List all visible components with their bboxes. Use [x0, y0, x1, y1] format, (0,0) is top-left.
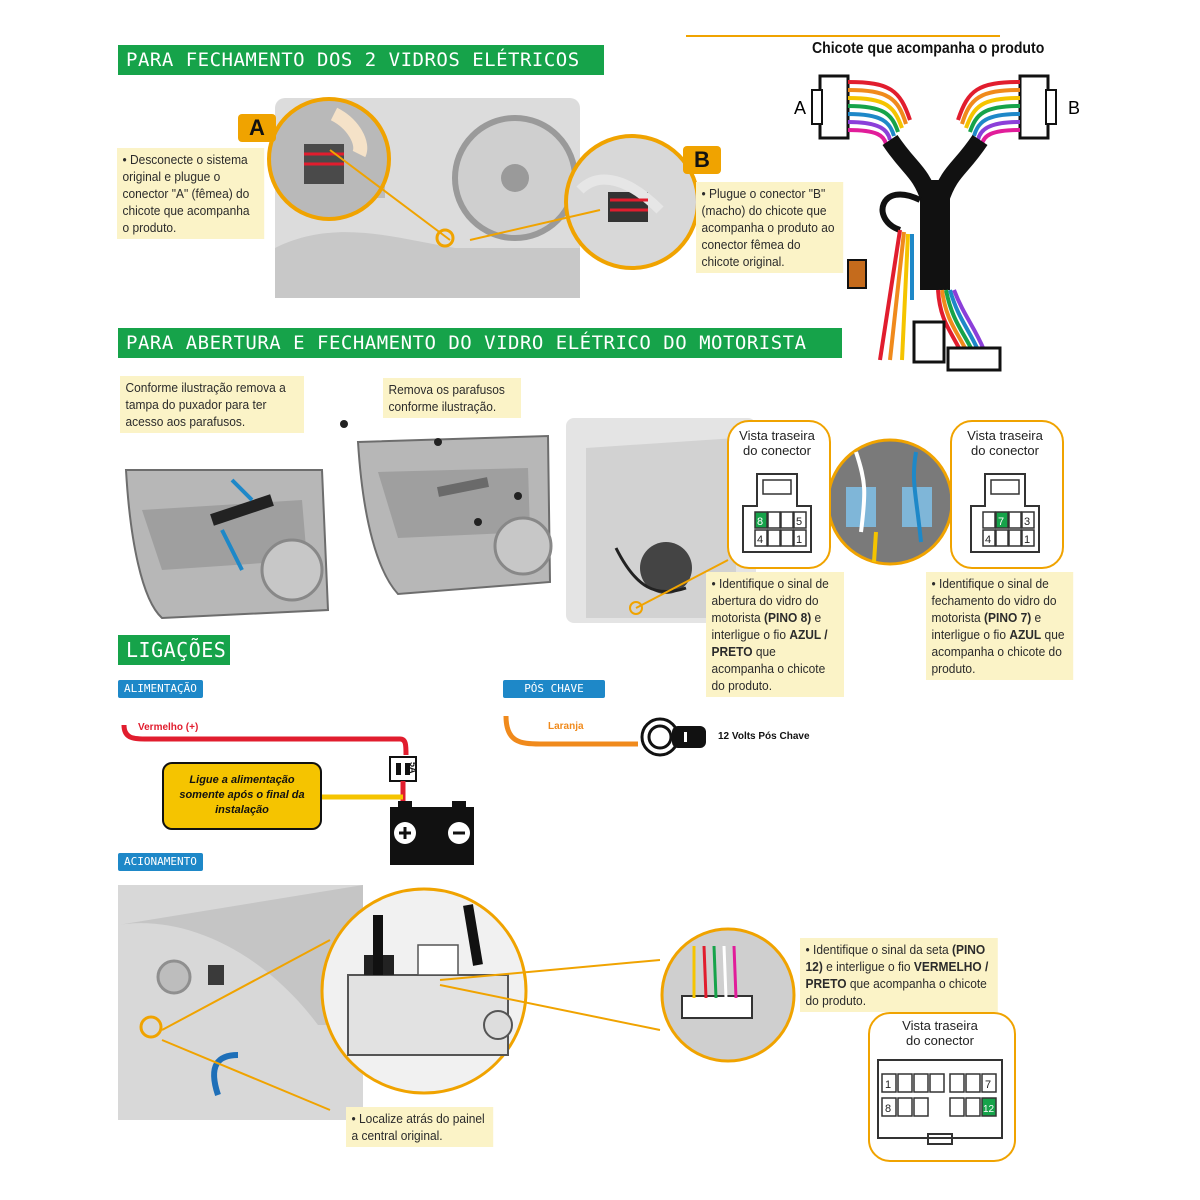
central-vista-label: Vista traseira do conector [868, 1018, 1012, 1048]
note-pino12-p3: que acompanha o chicote do produto. [805, 976, 987, 1008]
note-pino8-p1: • Identifique o sinal de abertura do vid… [711, 576, 829, 625]
vista-label-right: Vista traseira do conector [950, 428, 1060, 458]
connector-diagram-right: 7 3 4 1 [970, 473, 1040, 553]
note-pino12-b1: (PINO 12) [805, 942, 986, 974]
vista-line2: do conector [743, 443, 811, 458]
harness-title: Chicote que acompanha o produto [812, 40, 1045, 57]
label-vermelho: Vermelho (+) [138, 722, 199, 733]
magnifier-connector [826, 438, 954, 566]
note-pino8-b2: AZUL / PRETO [711, 627, 828, 659]
harness-label-a: A [794, 98, 807, 118]
label-a-badge: A [238, 114, 276, 142]
note-desconecte: • Desconecte o sistema original e plugue… [117, 148, 265, 239]
harness-label-b: B [1068, 98, 1081, 118]
note-plugue: • Plugue o conector "B" (macho) do chico… [696, 182, 844, 273]
pin-8-left: 8 [757, 516, 763, 528]
label-12v: 12 Volts Pós Chave [718, 731, 810, 742]
note-pino12-p1: • Identifique o sinal da seta [805, 942, 953, 957]
pin-1-right: 1 [1024, 534, 1030, 546]
vista-line1-right: Vista traseira [967, 428, 1043, 443]
connector-diagram-left: 8 5 4 1 [742, 473, 812, 553]
magnifier-central-connector [660, 927, 796, 1063]
pin-5-left: 5 [796, 516, 802, 528]
central-connector-diagram: 1 7 8 12 [877, 1059, 1003, 1145]
note-pino12-p2: e interligue o fio [822, 959, 914, 974]
note-pino7-b1: (PINO 7) [984, 610, 1032, 625]
label-laranja: Laranja [548, 721, 584, 732]
note-pino7-p2: e interligue o fio [931, 610, 1042, 642]
central-vista-line1: Vista traseira [902, 1018, 978, 1033]
note-pino8-b1: (PINO 8) [764, 610, 812, 625]
pin-3-right: 3 [1024, 516, 1030, 528]
pill-acionamento: ACIONAMENTO [118, 853, 203, 871]
door-panel-2 [340, 420, 553, 596]
harness-illustration [811, 74, 1057, 372]
section-title-ligacoes: LIGAÇÕES [118, 635, 230, 665]
pill-pos-chave: PÓS CHAVE [503, 680, 605, 698]
warning-box: Ligue a alimentação somente após o final… [162, 762, 322, 830]
label-b-badge: B [683, 146, 721, 174]
central-pin-8: 8 [885, 1103, 891, 1115]
vista-line1: Vista traseira [739, 428, 815, 443]
pos-chave-wire [503, 715, 706, 757]
note-pino7-p1: • Identifique o sinal de fechamento do v… [931, 576, 1057, 625]
note-pino7-p3: que acompanha o chicote do produto. [931, 627, 1065, 676]
pin-1-left: 1 [796, 534, 802, 546]
note-remova: Remova os parafusos conforme ilustração. [383, 378, 521, 418]
note-pino12: • Identifique o sinal da seta (PINO 12) … [800, 938, 998, 1012]
section-title-abertura: PARA ABERTURA E FECHAMENTO DO VIDRO ELÉT… [118, 328, 842, 358]
power-wiring [121, 724, 474, 865]
note-pino7-b2: AZUL [1009, 627, 1042, 642]
label-fuse: 5A [408, 762, 418, 774]
magnifier-a [267, 97, 391, 221]
note-pino12-b2: VERMELHO / PRETO [805, 959, 989, 991]
note-conforme: Conforme ilustração remova a tampa do pu… [120, 376, 304, 433]
pill-alimentacao: ALIMENTAÇÃO [118, 680, 203, 698]
central-pin-12: 12 [983, 1104, 995, 1115]
pin-4-right: 4 [985, 534, 991, 546]
pin-4-left: 4 [757, 534, 763, 546]
note-pino8-p3: que acompanha o chicote do produto. [711, 644, 826, 693]
note-pino7: • Identifique o sinal de fechamento do v… [926, 572, 1074, 680]
central-vista-line2: do conector [906, 1033, 974, 1048]
note-pino8: • Identifique o sinal de abertura do vid… [706, 572, 844, 697]
note-localize: • Localize atrás do painel a central ori… [346, 1107, 494, 1147]
central-pin-1: 1 [885, 1079, 891, 1091]
note-pino8-p2: e interligue o fio [711, 610, 822, 642]
vista-line2-right: do conector [971, 443, 1039, 458]
pin-7-right: 7 [998, 516, 1004, 528]
magnifier-central [320, 887, 528, 1095]
vista-label-left: Vista traseira do conector [727, 428, 827, 458]
central-pin-7: 7 [985, 1079, 991, 1091]
section-title-fechamento: PARA FECHAMENTO DOS 2 VIDROS ELÉTRICOS [118, 45, 604, 75]
door-panel-1 [124, 469, 330, 620]
